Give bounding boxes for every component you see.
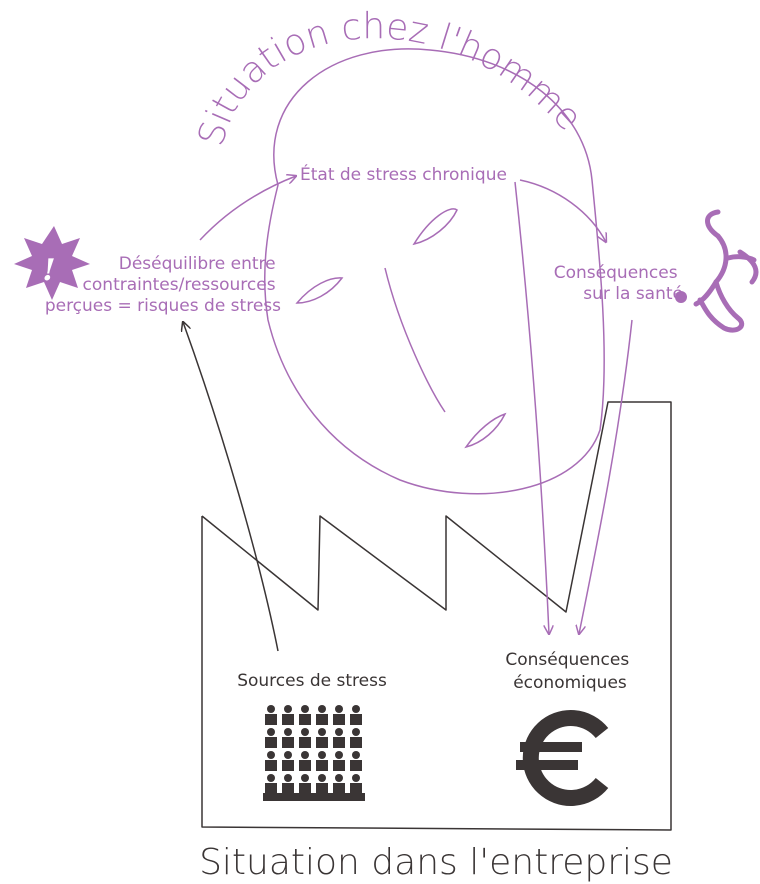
stethoscope-icon bbox=[675, 209, 759, 333]
people-grid-icon bbox=[263, 705, 365, 801]
health-consequences-label: Conséquences sur la santé bbox=[554, 263, 683, 304]
factory-outline bbox=[201, 401, 672, 831]
svg-text:!: ! bbox=[42, 253, 55, 288]
title-top: Situation chez l'homme bbox=[191, 6, 590, 150]
stress-state-label: État de stress chronique bbox=[300, 163, 507, 185]
title-bottom: Situation dans l'entreprise bbox=[199, 842, 673, 883]
sources-to-imbalance-arrow bbox=[183, 322, 279, 652]
exclamation-burst-icon: ! bbox=[14, 226, 90, 300]
imbalance-label: Déséquilibre entre contraintes/ressource… bbox=[45, 254, 281, 316]
euro-icon bbox=[516, 710, 609, 806]
face-drawing bbox=[264, 48, 605, 495]
economic-consequences-label: Conséquences économiques bbox=[505, 650, 634, 693]
purple-arrows bbox=[199, 176, 633, 634]
sources-label: Sources de stress bbox=[237, 671, 387, 691]
